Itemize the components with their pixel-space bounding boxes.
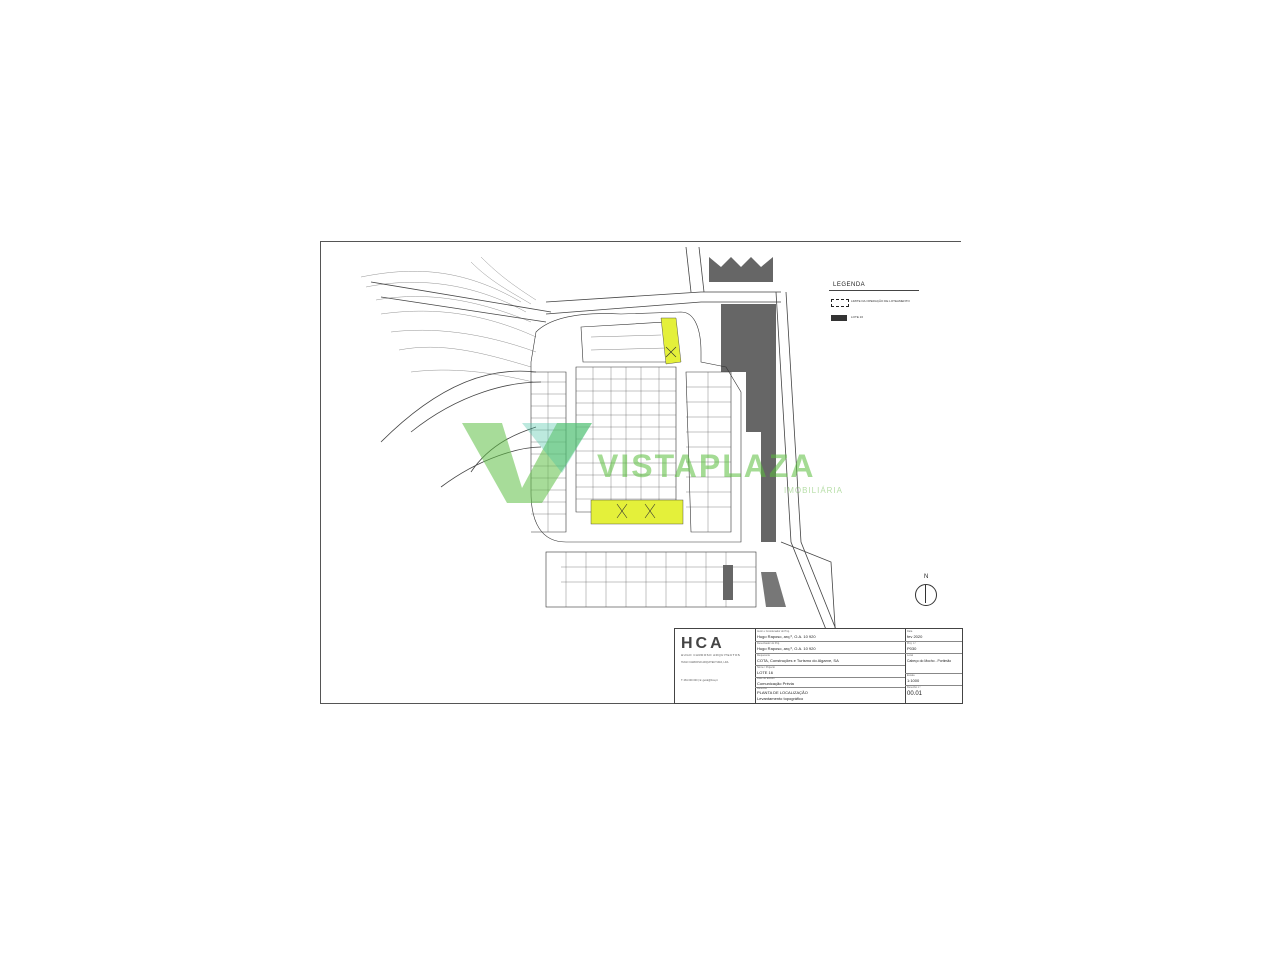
north-arrow-label: N (924, 574, 929, 580)
lot-cross-marks (616, 346, 677, 519)
building-hatch-bottom (761, 572, 786, 607)
tb-meta-project-no: Proj. n.º P030 (905, 641, 962, 654)
title-block-details: Autor e Coordenador do Proj. Hugo Raposo… (755, 629, 906, 703)
watermark-text: VISTAPLAZA (597, 448, 816, 484)
topography-lines (360, 256, 537, 383)
watermark-subtext: IMOBILIÁRIA (784, 486, 844, 495)
tb-meta-scale: Escala 1:1000 (905, 673, 962, 686)
legend-label-lot: LOTE 16 (851, 315, 864, 319)
legend-label-boundary: LIMITE DA OPERAÇÃO DE LOTEAMENTO (851, 299, 910, 303)
tb-row-designer: Desenhador do Proj. Hugo Raposo, arq.º, … (755, 641, 905, 654)
tb-row-phase: Fase de Estudo Comunicação Prévia (755, 677, 905, 688)
north-arrow-needle (925, 585, 926, 603)
building-hatch-main (696, 304, 776, 542)
legend-rule (829, 290, 919, 291)
legend-swatch-boundary (831, 299, 849, 307)
tb-row-project: Nome / Projecto LOTE 16 (755, 665, 905, 678)
firm-subtitle: HUGO CARDOSO ARQUITECTURA, LDA (681, 661, 729, 664)
tb-meta-drawing-no: Desenho n.º 00.01 (907, 686, 923, 697)
drawing-sheet: LEGENDA LIMITE DA OPERAÇÃO DE LOTEAMENTO… (320, 241, 963, 704)
legend-swatch-lot (831, 315, 847, 321)
legend-title: LEGENDA (833, 282, 866, 288)
title-block-logo-area: HCA HUGO CARDOSO ARQUITECTOS HUGO CARDOS… (675, 629, 756, 703)
building-hatch-top (709, 257, 773, 282)
highlighted-lots (590, 317, 684, 525)
title-block: HCA HUGO CARDOSO ARQUITECTOS HUGO CARDOS… (674, 628, 963, 704)
dark-parcel (723, 565, 733, 600)
tb-meta-location: Local Cabeço do Mocho - Portimão (905, 653, 962, 674)
tb-row-author: Autor e Coordenador do Proj. Hugo Raposo… (755, 629, 905, 642)
site-plan (360, 246, 842, 643)
tb-row-drawing: Desenho PLANTA DE LOCALIZAÇÃO Levantamen… (757, 687, 808, 701)
title-block-meta: Data fev 2020 Proj. n.º P030 Local Cabeç… (905, 629, 962, 703)
north-arrow-icon (915, 584, 937, 606)
firm-contact: T: 281 000 000 | E: geral@hca.pt (681, 679, 718, 682)
tb-meta-date: Data fev 2020 (905, 629, 962, 642)
firm-name: HUGO CARDOSO ARQUITECTOS (681, 653, 741, 657)
tb-row-client: Requerente COTA, Construções e Turismo d… (755, 653, 905, 666)
firm-logo: HCA (681, 635, 725, 652)
